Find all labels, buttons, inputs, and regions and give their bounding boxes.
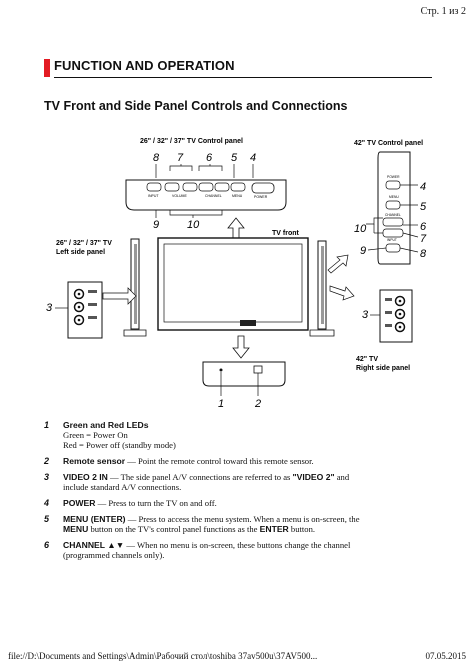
left-side-tv (123, 238, 147, 337)
top-callouts: 8 7 6 5 4 (153, 152, 256, 164)
item-bold: MENU (63, 524, 89, 534)
item-text: — When no menu is on-screen, these butto… (63, 540, 351, 560)
callout-42-6: 6 (420, 221, 427, 233)
section-marker (44, 59, 50, 77)
item-heading: CHANNEL ▲▼ (63, 540, 125, 550)
channel-up-button (214, 182, 230, 192)
up-right-arrow-icon (327, 254, 349, 274)
item-number: 5 (44, 514, 50, 524)
item-text: button on the TV's control panel functio… (88, 524, 260, 534)
item-heading: MENU (ENTER) (63, 514, 126, 524)
volume-label: VOLUME (172, 194, 187, 198)
callout-3-left: 3 (46, 302, 53, 314)
list-item: 2 Remote sensor — Point the remote contr… (44, 456, 374, 466)
callout-3-right: 3 (362, 309, 369, 321)
item-text: — Point the remote control toward this r… (125, 456, 314, 466)
callout-5: 5 (231, 152, 238, 164)
list-item: 5 MENU (ENTER) — Press to access the men… (44, 514, 374, 534)
control-panel-42-label: 42" TV Control panel (354, 140, 423, 147)
callout-42-8: 8 (420, 248, 427, 260)
item-text: — Press to access the menu system. When … (125, 514, 360, 524)
list-item: 4 POWER — Press to turn the TV on and of… (44, 498, 374, 508)
item-text: — The side panel A/V connections are ref… (107, 472, 293, 482)
list-item: 1 Green and Red LEDs Green = Power On Re… (44, 420, 374, 450)
menu-label: MENU (232, 194, 243, 198)
right-side-label-line2: Right side panel (356, 365, 410, 372)
controls-list: 1 Green and Red LEDs Green = Power On Re… (44, 420, 374, 566)
item-heading: Remote sensor (63, 456, 126, 466)
left-side-label-line1: 26" / 32" / 37" TV (56, 240, 112, 247)
callout-42-9: 9 (360, 245, 366, 257)
front-detail (202, 361, 286, 396)
controls-diagram: 26" / 32" / 37" TV Control panel 8 7 6 5… (46, 138, 427, 410)
control-panel-26-label: 26" / 32" / 37" TV Control panel (140, 138, 243, 145)
control-panel-26: INPUT VOLUME CHANNEL MENU POWER (125, 179, 287, 211)
page-subtitle: TV Front and Side Panel Controls and Con… (44, 99, 348, 113)
down-arrow-icon (232, 335, 250, 359)
item-bold: "VIDEO 2" (292, 472, 335, 482)
item-text: and include standard A/V connections. (63, 472, 350, 492)
item-number: 2 (44, 456, 50, 466)
power-button (251, 182, 275, 194)
channel-label-42: CHANNEL (385, 213, 401, 217)
callout-42-7: 7 (420, 233, 427, 245)
item-bold: ENTER (259, 524, 289, 534)
callout-7: 7 (177, 152, 184, 164)
item-heading: VIDEO 2 IN (63, 472, 108, 482)
control-panel-42: POWER MENU CHANNEL INPUT (377, 151, 411, 265)
callout-42-5: 5 (420, 201, 427, 213)
item-text: button. (288, 524, 316, 534)
menu-label-42: MENU (389, 195, 399, 199)
list-item: 6 CHANNEL ▲▼ — When no menu is on-screen… (44, 540, 374, 560)
led-indicator (219, 368, 223, 372)
callout-10: 10 (187, 219, 200, 231)
callout-42-4: 4 (420, 181, 426, 193)
right-side-tv (309, 240, 335, 337)
callout-6: 6 (206, 152, 213, 164)
file-path: file://D:\Documents and Settings\Admin\Р… (8, 651, 318, 661)
page-header: Стр. 1 из 2 (420, 6, 466, 17)
print-date: 07.05.2015 (425, 651, 467, 661)
callout-4: 4 (250, 152, 256, 164)
channel-down-button (198, 182, 214, 192)
item-text: — Press to turn the TV on and off. (95, 498, 217, 508)
item-line: Red = Power off (standby mode) (63, 440, 176, 450)
list-item: 3 VIDEO 2 IN — The side panel A/V connec… (44, 472, 374, 492)
callout-8: 8 (153, 152, 160, 164)
menu-button (230, 182, 246, 192)
input-label-42: INPUT (387, 238, 397, 242)
tv-front (157, 237, 309, 331)
left-arrow-icon (102, 287, 137, 305)
callout-1: 1 (218, 398, 224, 410)
section-heading: FUNCTION AND OPERATION (44, 58, 432, 78)
channel-label: CHANNEL (205, 194, 222, 198)
item-number: 6 (44, 540, 50, 550)
left-side-label-line2: Left side panel (56, 249, 105, 256)
item-heading: Green and Red LEDs (63, 420, 149, 430)
section-title: FUNCTION AND OPERATION (54, 58, 235, 73)
remote-sensor (253, 365, 263, 374)
volume-down-button (164, 182, 180, 192)
callout-42-10: 10 (354, 223, 367, 235)
item-number: 3 (44, 472, 50, 482)
left-av-panel (67, 281, 103, 339)
item-number: 1 (44, 420, 50, 430)
input-label: INPUT (148, 194, 159, 198)
section-rule (54, 77, 432, 78)
item-number: 4 (44, 498, 50, 508)
volume-up-button (182, 182, 198, 192)
item-heading: POWER (63, 498, 96, 508)
right-side-label-line1: 42" TV (356, 356, 378, 363)
down-right-arrow-icon (329, 285, 355, 301)
right-av-panel (379, 289, 413, 343)
callout-2: 2 (254, 398, 261, 410)
power-label-42: POWER (387, 175, 400, 179)
tv-front-label: TV front (272, 230, 299, 237)
callout-9: 9 (153, 219, 159, 231)
input-button (146, 182, 162, 192)
item-line: Green = Power On (63, 430, 128, 440)
power-label: POWER (254, 195, 268, 199)
